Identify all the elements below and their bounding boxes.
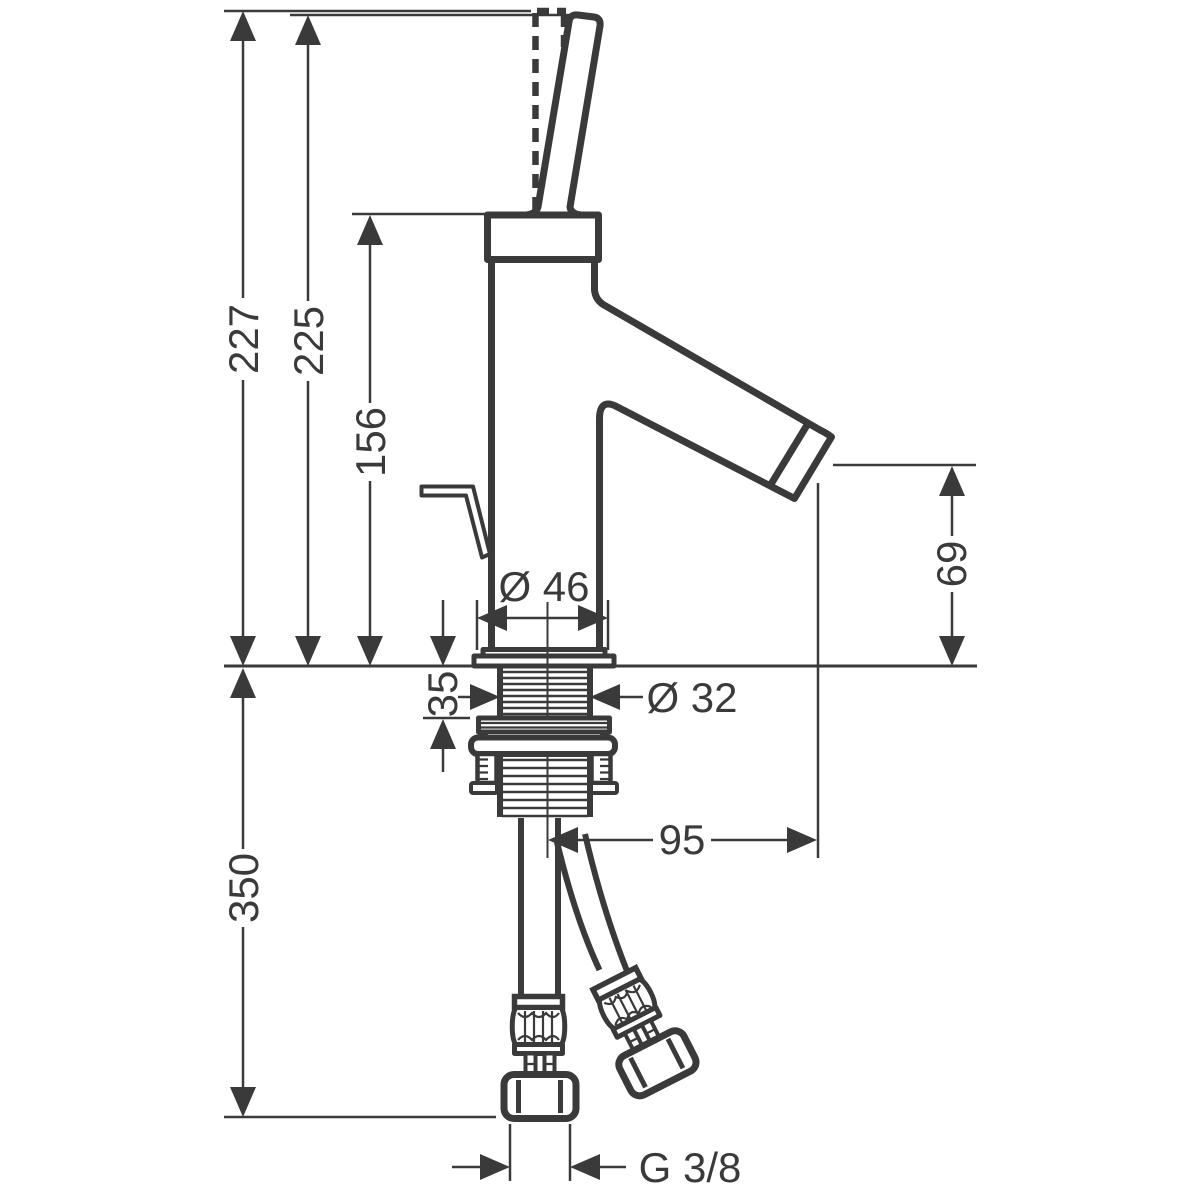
vertical-hose-connector bbox=[500, 993, 580, 1122]
hose-union-nut-facets bbox=[516, 1080, 563, 1113]
hose-braid-lines bbox=[523, 1011, 554, 1042]
dim-label-dia46: Ø 46 bbox=[498, 563, 589, 610]
dim-label-95: 95 bbox=[659, 816, 706, 863]
fixing-rod-hatches bbox=[478, 758, 610, 781]
vertical-hose bbox=[518, 818, 561, 997]
threaded-shank bbox=[497, 666, 593, 718]
dimension-69: 69 bbox=[928, 466, 975, 666]
diag-neck-ticks bbox=[628, 1027, 657, 1044]
dim-label-156: 156 bbox=[347, 407, 394, 477]
arrow-left-dia32 bbox=[590, 684, 620, 710]
aerator-band-line bbox=[767, 420, 812, 489]
arrow-down-69 bbox=[939, 636, 965, 666]
faucet-body-and-spout bbox=[488, 256, 835, 656]
arrow-up-35 bbox=[430, 719, 456, 749]
dim-label-225: 225 bbox=[285, 306, 332, 376]
dimension-350: 350 bbox=[220, 668, 267, 1117]
dimension-156: 156 bbox=[347, 215, 394, 666]
arrow-right-g38 bbox=[480, 1154, 510, 1180]
arrow-left-g38 bbox=[570, 1154, 600, 1180]
supply-hoses bbox=[500, 818, 700, 1122]
faucet-above-counter bbox=[419, 7, 835, 669]
ext-lines-dia46 bbox=[475, 600, 610, 650]
hose-lower-band bbox=[512, 1042, 565, 1056]
arrow-down-35 bbox=[430, 636, 456, 666]
fixing-nut-right bbox=[589, 781, 619, 795]
arrow-right-dia32 bbox=[470, 684, 500, 710]
diag-union-nut-facets bbox=[628, 1037, 686, 1089]
arrow-up-227 bbox=[230, 11, 256, 41]
arrow-right-95 bbox=[787, 827, 817, 853]
diag-braid-arches bbox=[603, 984, 652, 1026]
dim-label-69: 69 bbox=[928, 541, 975, 588]
diag-braid-lines bbox=[608, 985, 648, 1024]
horseshoe-washer bbox=[468, 734, 618, 757]
arrow-right-dia46 bbox=[578, 605, 608, 631]
drain-pull-rod bbox=[419, 484, 492, 560]
arrow-left-dia46 bbox=[477, 605, 507, 631]
dimension-227: 227 bbox=[220, 11, 267, 666]
dim-label-dia32: Ø 32 bbox=[646, 674, 737, 721]
supply-column-lines bbox=[502, 758, 588, 818]
fixing-rods bbox=[469, 751, 619, 795]
arrow-up-225 bbox=[295, 15, 321, 45]
under-counter-assembly bbox=[468, 602, 619, 858]
shank-thread-lines bbox=[503, 670, 587, 716]
shank-side-edges bbox=[497, 666, 593, 718]
supply-column-edges bbox=[497, 754, 593, 817]
hose-braid-arches bbox=[517, 1011, 560, 1042]
dimension-225: 225 bbox=[285, 15, 332, 666]
handle-cap bbox=[484, 211, 602, 263]
diag-lower-band bbox=[610, 1004, 663, 1040]
dim-label-g38: G 3/8 bbox=[639, 1144, 742, 1191]
arrow-up-350 bbox=[230, 668, 256, 698]
dimension-annotations: 227 225 156 69 350 bbox=[220, 9, 976, 1191]
dim-label-350: 350 bbox=[220, 853, 267, 923]
diagonal-hose bbox=[553, 833, 635, 984]
hose-union-nut bbox=[500, 1071, 580, 1122]
dimension-dia46: Ø 46 bbox=[477, 563, 608, 631]
dimension-g38: G 3/8 bbox=[452, 1144, 741, 1191]
dim-label-35: 35 bbox=[419, 671, 466, 718]
handle-lever bbox=[522, 11, 604, 219]
supply-column bbox=[497, 754, 593, 818]
mounting-collar bbox=[476, 715, 612, 735]
arrow-down-227 bbox=[230, 636, 256, 666]
arrow-up-156 bbox=[357, 215, 383, 245]
dimension-dia32: Ø 32 bbox=[458, 674, 738, 721]
diagonal-hose-connector bbox=[589, 964, 700, 1100]
fixing-nut-left bbox=[469, 781, 499, 795]
arrow-up-69 bbox=[939, 466, 965, 496]
arrow-down-156 bbox=[357, 636, 383, 666]
arrow-down-225 bbox=[295, 636, 321, 666]
arrow-down-350 bbox=[230, 1087, 256, 1117]
dimension-95: 95 bbox=[548, 816, 817, 863]
mounting-collar-lines bbox=[481, 721, 607, 729]
ext-lines-g38 bbox=[508, 1124, 572, 1181]
dimension-35: 35 bbox=[419, 600, 466, 772]
diag-union-nut bbox=[615, 1027, 700, 1100]
arrow-left-95 bbox=[548, 827, 578, 853]
dim-label-227: 227 bbox=[220, 304, 267, 374]
